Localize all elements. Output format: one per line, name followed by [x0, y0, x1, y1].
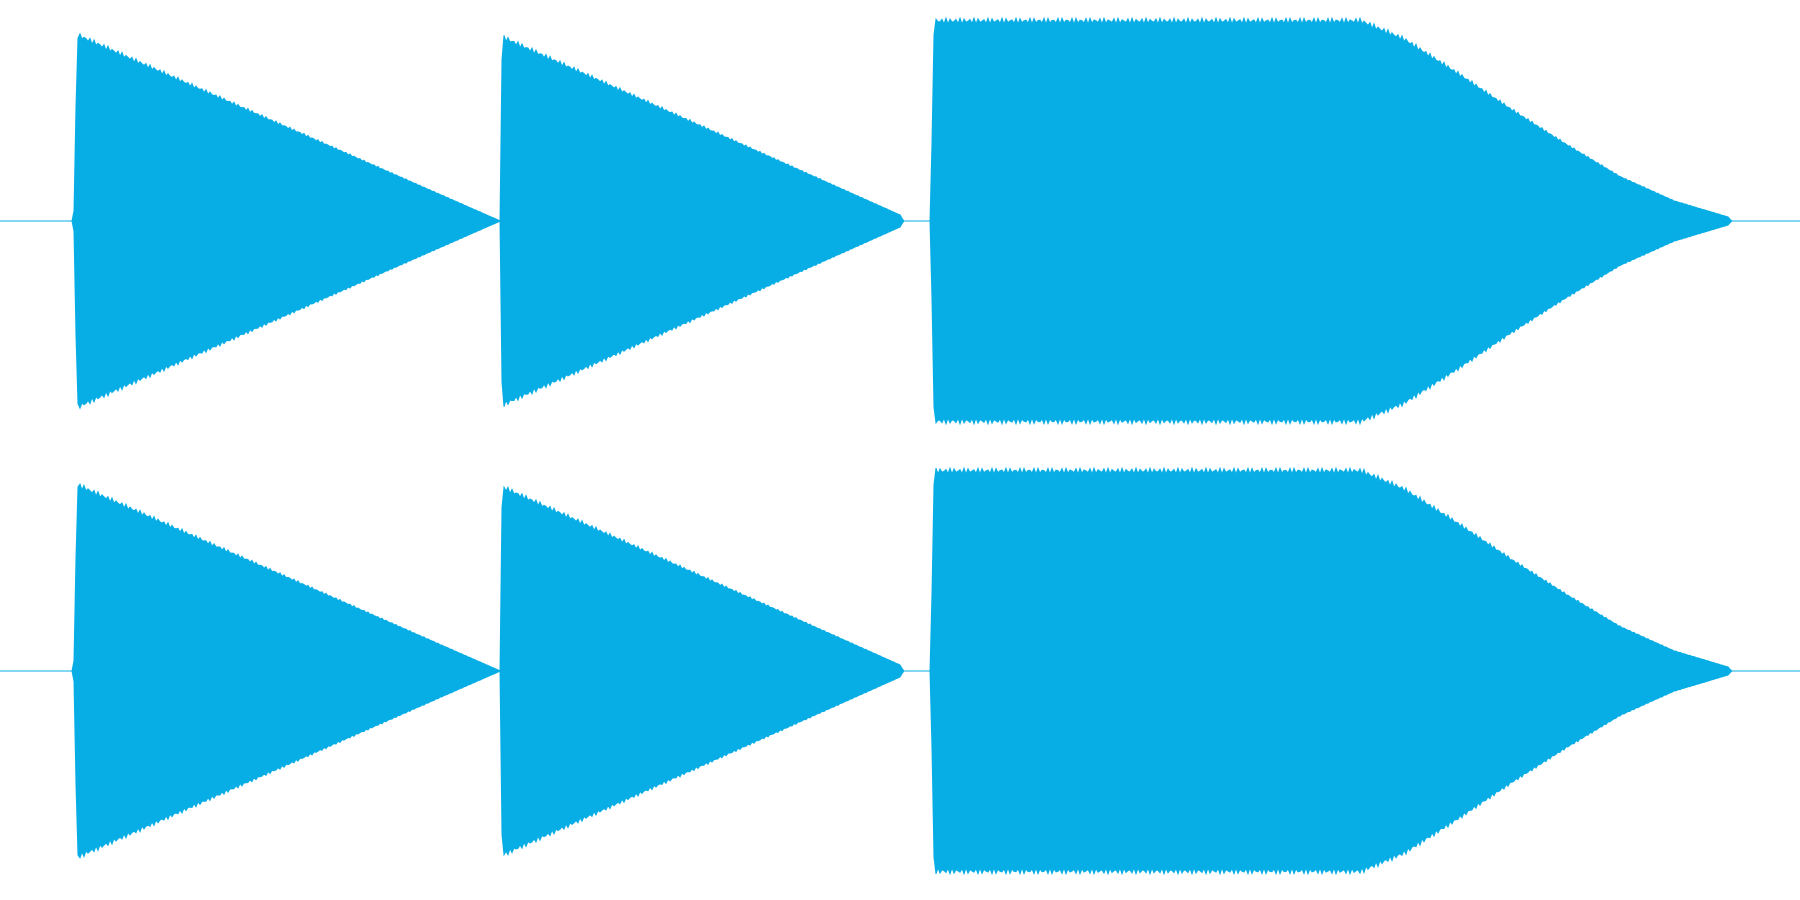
channel-2-waveform: [0, 466, 1800, 876]
channel-1-waveform: [0, 16, 1800, 426]
